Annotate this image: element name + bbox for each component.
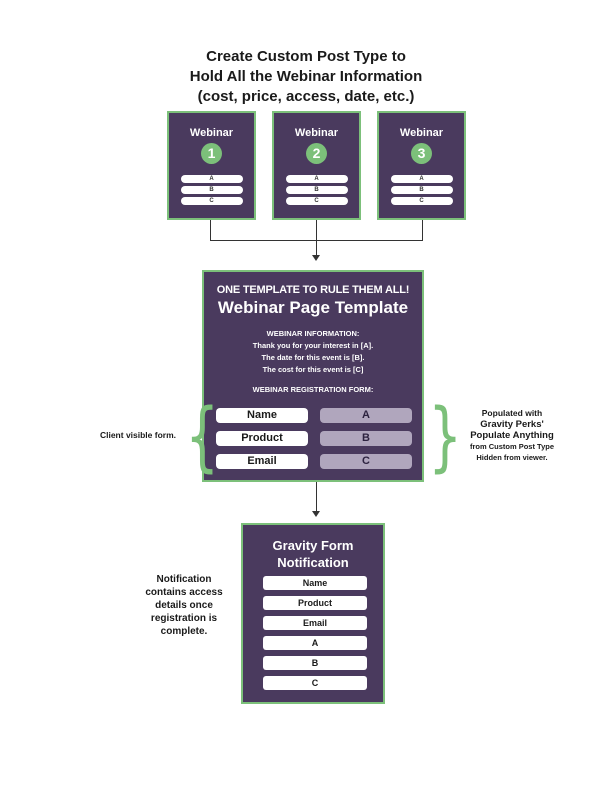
webinar-card-2: Webinar 2 A B C	[272, 111, 361, 220]
notification-heading-line: Notification	[277, 555, 349, 570]
notification-note-line: contains access	[145, 587, 223, 598]
webinar-page-template: ONE TEMPLATE TO RULE THEM ALL! Webinar P…	[202, 270, 424, 482]
visible-field-product: Product	[216, 431, 308, 446]
right-note-line: Hidden from viewer.	[476, 453, 548, 462]
webinar-field-pill: C	[390, 197, 453, 205]
connector-line	[316, 482, 317, 512]
template-tagline: ONE TEMPLATE TO RULE THEM ALL!	[216, 284, 410, 296]
notification-note-line: Notification	[156, 574, 212, 585]
visible-field-email: Email	[216, 454, 308, 469]
right-brace-icon: }	[428, 391, 463, 480]
right-note-line: Populate Anything	[470, 430, 554, 441]
webinar-field-pill: B	[180, 186, 243, 194]
notification-row: Name	[263, 576, 367, 590]
webinar-field-pill: C	[285, 197, 348, 205]
form-title: WEBINAR REGISTRATION FORM:	[252, 385, 374, 394]
visible-field-name: Name	[216, 408, 308, 423]
left-note: Client visible form.	[99, 430, 177, 440]
title-line-3: (cost, price, access, date, etc.)	[197, 88, 415, 105]
info-line: The date for this event is [B].	[261, 353, 365, 362]
title-line-2: Hold All the Webinar Information	[189, 68, 423, 85]
info-line: Thank you for your interest in [A].	[252, 341, 374, 350]
webinar-card-label: Webinar	[189, 127, 234, 139]
template-heading: Webinar Page Template	[217, 298, 409, 317]
arrow-down-icon	[312, 255, 320, 261]
webinar-field-pill: A	[180, 175, 243, 183]
webinar-card-3: Webinar 3 A B C	[377, 111, 466, 220]
gravity-form-notification: Gravity Form Notification Name Product E…	[241, 523, 385, 704]
info-title: WEBINAR INFORMATION:	[266, 329, 360, 338]
notification-row: Email	[263, 616, 367, 630]
webinar-field-pill: B	[285, 186, 348, 194]
hidden-field-a: A	[320, 408, 412, 423]
notification-row: Product	[263, 596, 367, 610]
notification-row: A	[263, 636, 367, 650]
webinar-field-pill: A	[390, 175, 453, 183]
notification-note-line: registration is	[150, 613, 218, 624]
notification-heading: Gravity Form Notification	[243, 537, 383, 571]
diagram-title: Create Custom Post Type to Hold All the …	[150, 47, 462, 107]
left-brace-icon: {	[185, 391, 220, 480]
right-note-line: Populated with	[481, 408, 543, 418]
notification-note: Notification contains access details onc…	[128, 573, 240, 638]
hidden-field-c: C	[320, 454, 412, 469]
right-note: Populated with Gravity Perks' Populate A…	[448, 408, 576, 463]
webinar-number-badge: 3	[411, 143, 432, 164]
notification-row: B	[263, 656, 367, 670]
right-note-line: Gravity Perks'	[480, 419, 544, 430]
hidden-field-b: B	[320, 431, 412, 446]
webinar-field-pill: B	[390, 186, 453, 194]
notification-note-line: complete.	[160, 626, 208, 637]
arrow-down-icon	[312, 511, 320, 517]
connector-line	[210, 220, 211, 241]
webinar-number-badge: 1	[201, 143, 222, 164]
title-line-1: Create Custom Post Type to	[206, 48, 406, 65]
notification-row: C	[263, 676, 367, 690]
connector-line	[316, 220, 317, 256]
connector-line	[422, 220, 423, 241]
info-line: The cost for this event is [C]	[262, 365, 364, 374]
webinar-card-label: Webinar	[294, 127, 339, 139]
webinar-card-1: Webinar 1 A B C	[167, 111, 256, 220]
notification-note-line: details once	[155, 600, 213, 611]
right-note-line: from Custom Post Type	[469, 442, 555, 451]
webinar-field-pill: A	[285, 175, 348, 183]
notification-heading-line: Gravity Form	[272, 538, 354, 553]
webinar-card-label: Webinar	[399, 127, 444, 139]
webinar-number-badge: 2	[306, 143, 327, 164]
webinar-field-pill: C	[180, 197, 243, 205]
